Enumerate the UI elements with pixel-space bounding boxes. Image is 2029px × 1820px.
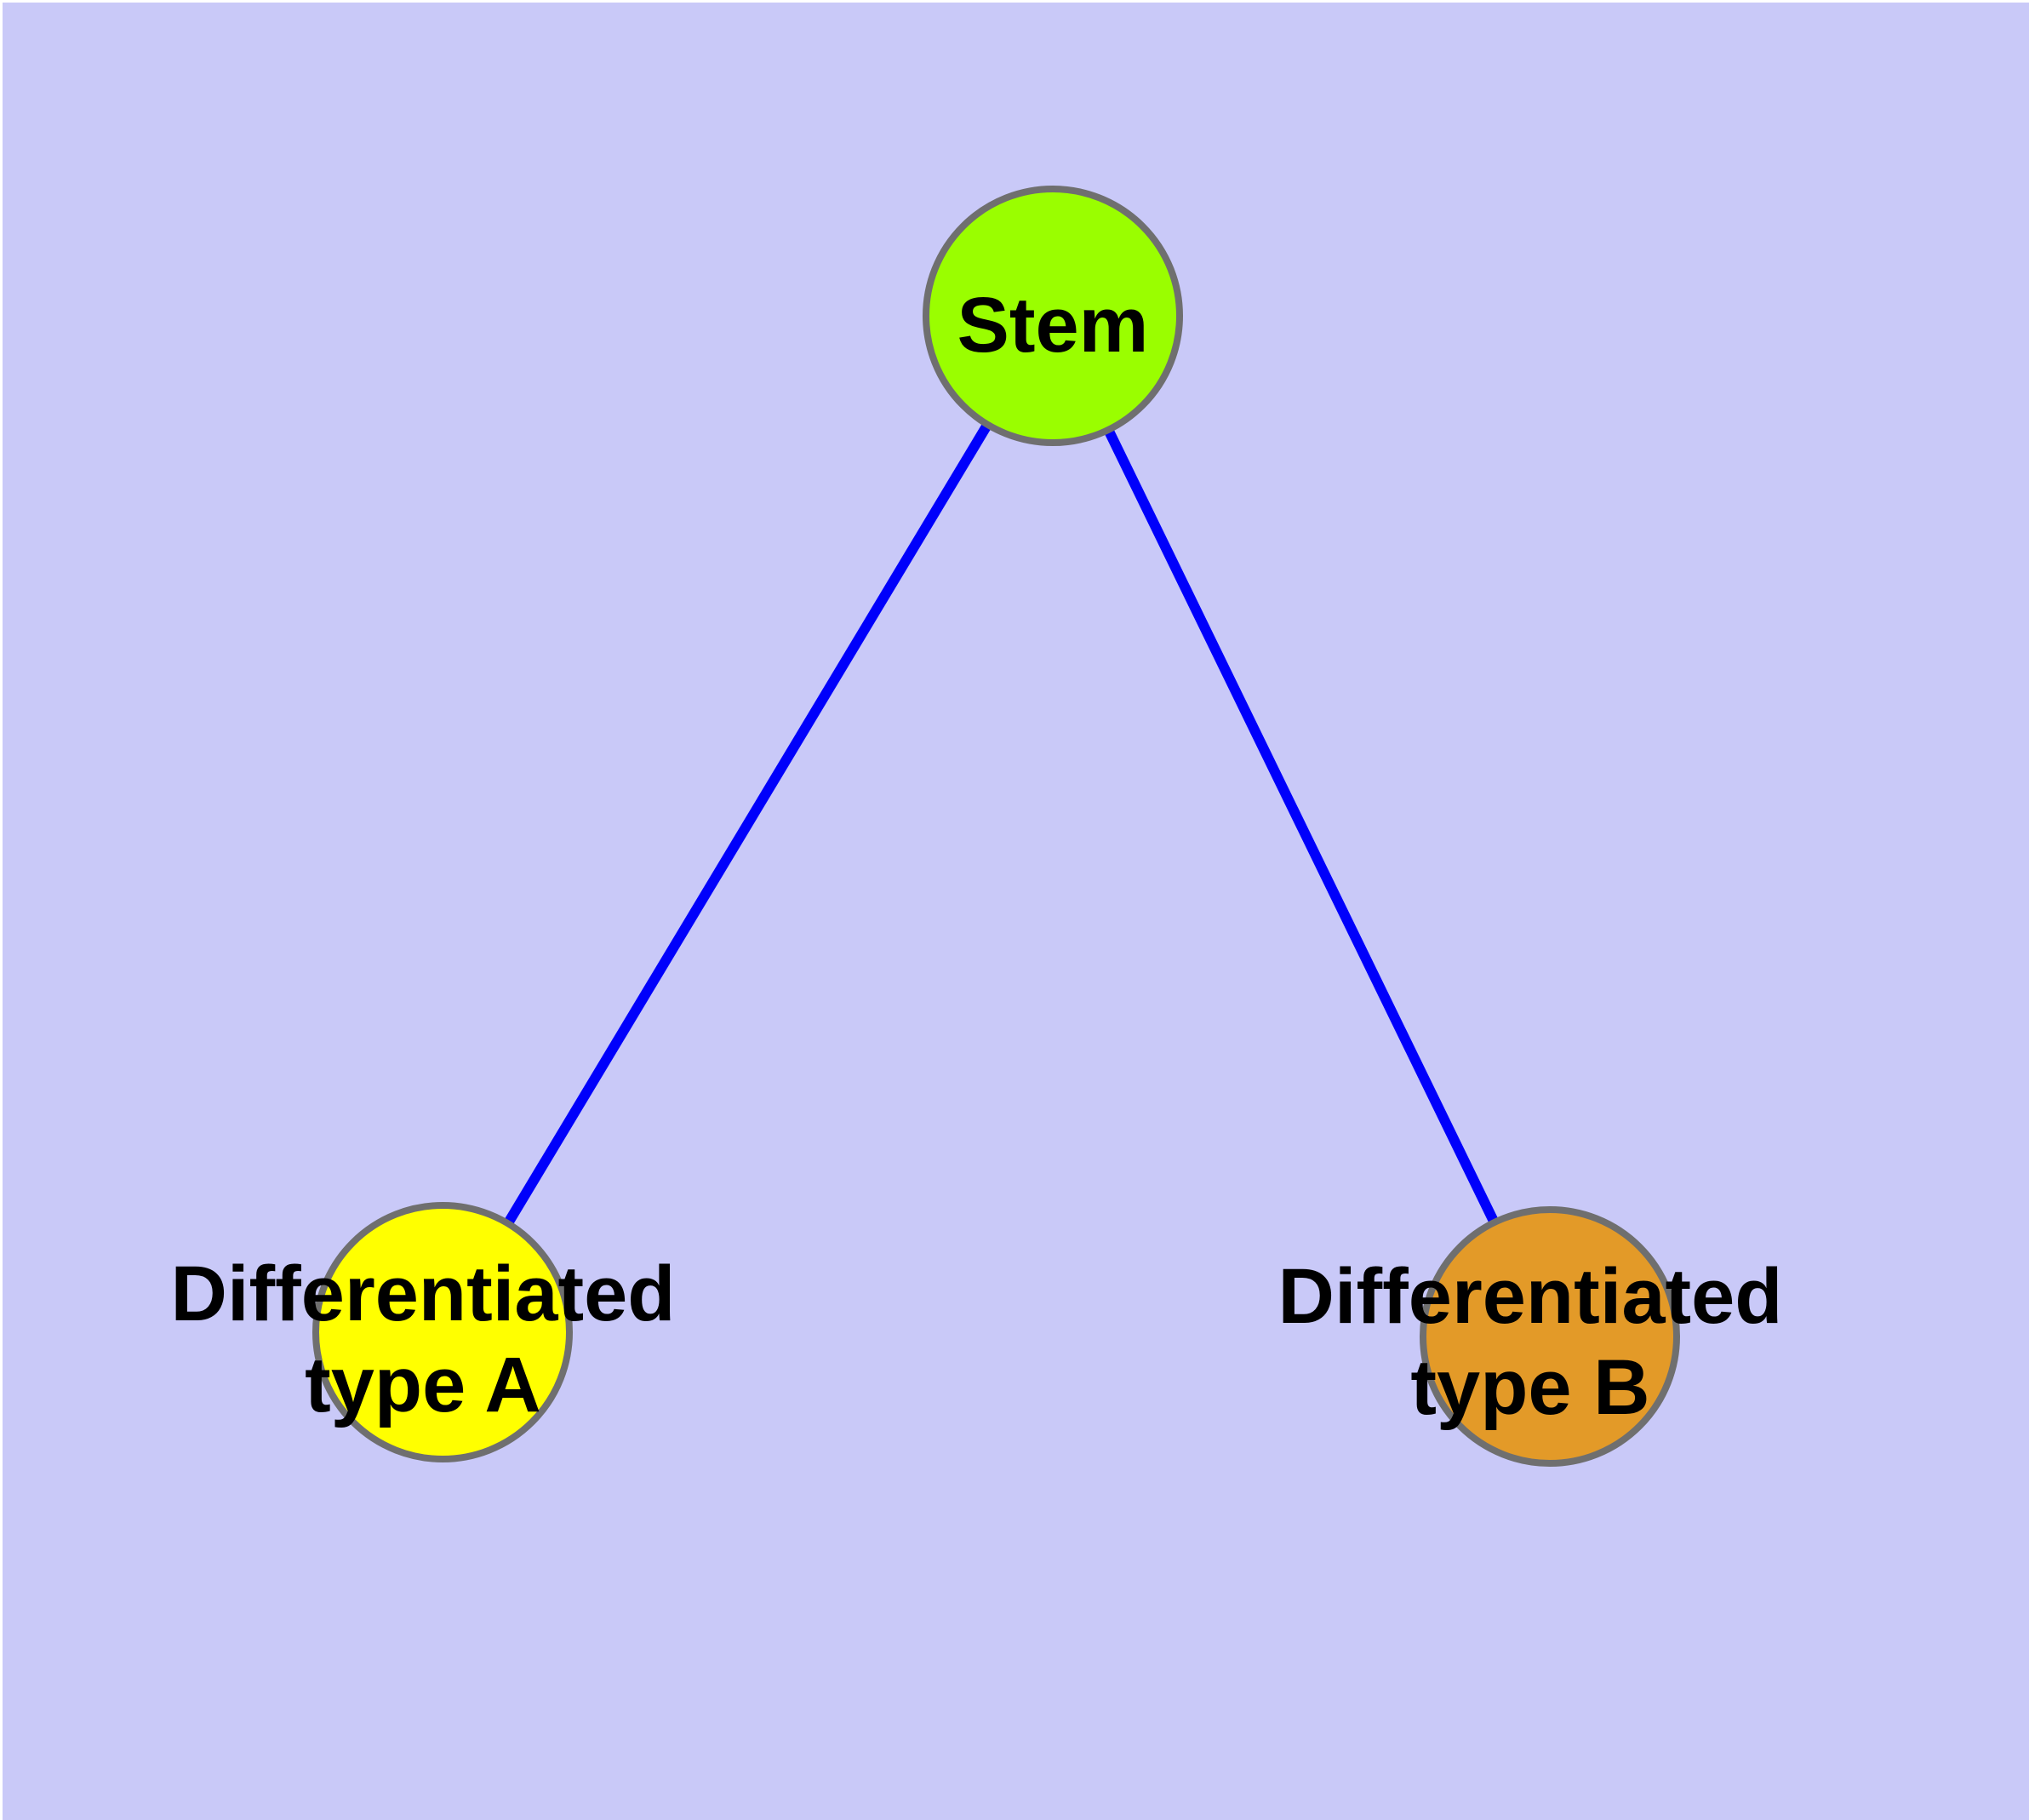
node-type-a-label-line2: type A [305, 1342, 541, 1428]
node-stem [923, 186, 1183, 446]
node-type-b-label-line2: type B [1410, 1344, 1649, 1431]
edge-stem-to-type-a [437, 312, 1058, 1336]
node-type-a [312, 1202, 573, 1462]
node-type-a-label-line1: Differentiated [171, 1251, 676, 1337]
node-stem-label: Stem [957, 282, 1149, 369]
node-type-b [1420, 1206, 1680, 1467]
edge-stem-to-type-b [1048, 313, 1555, 1339]
node-type-b-label-line1: Differentiated [1278, 1253, 1783, 1340]
